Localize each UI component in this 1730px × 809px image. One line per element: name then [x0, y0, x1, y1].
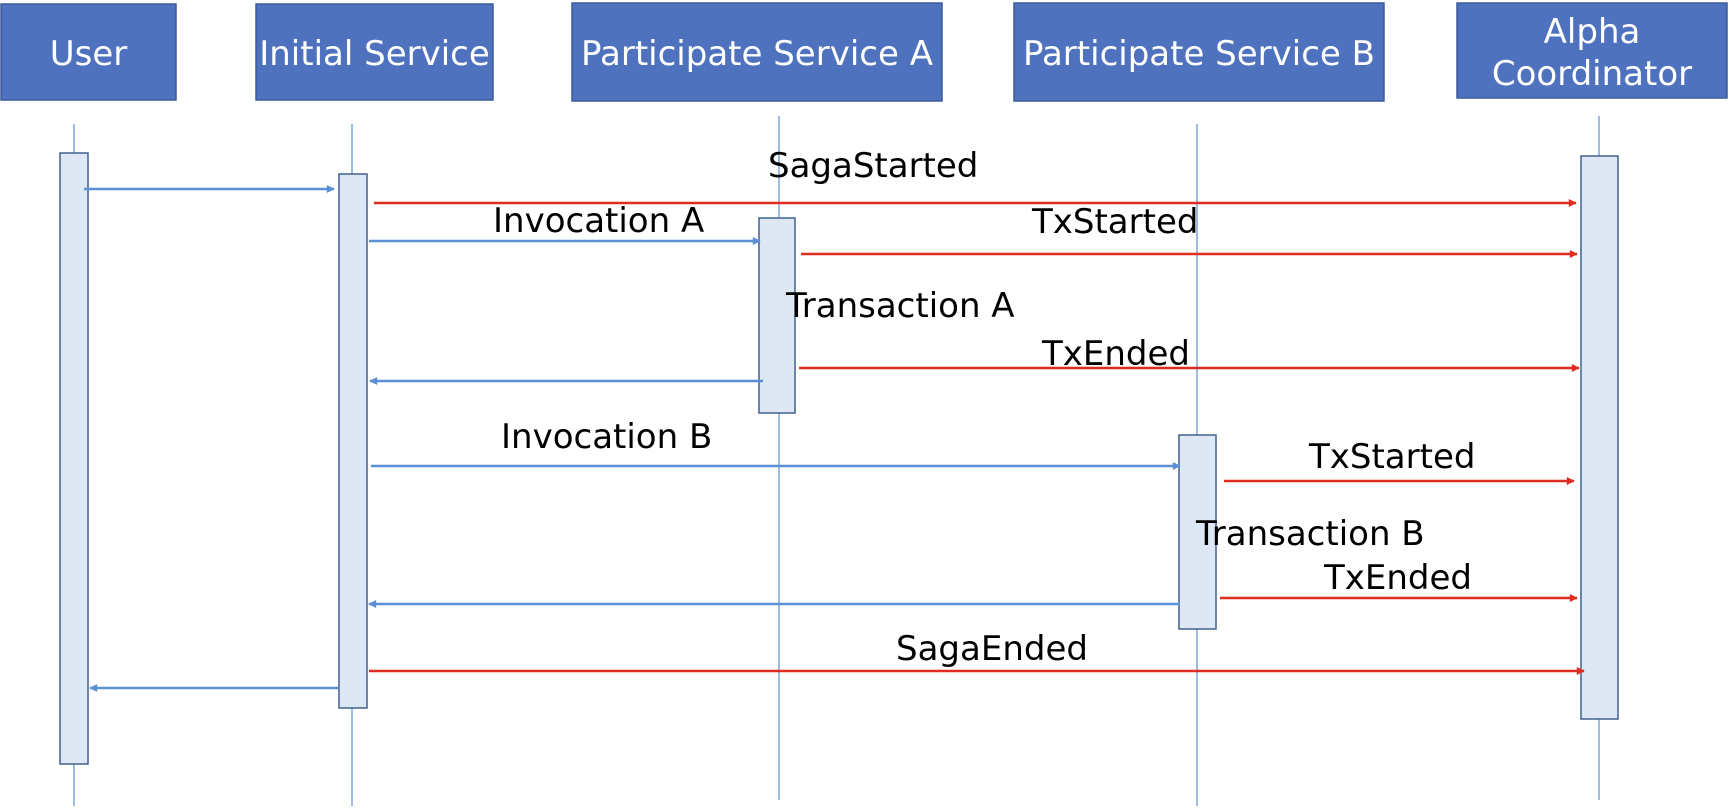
- activation-alpha-coordinator: [1580, 155, 1619, 720]
- label-tx-started-a: TxStarted: [1031, 202, 1198, 242]
- activations: [59, 152, 1619, 765]
- label-tx-ended-b: TxEnded: [1323, 558, 1472, 598]
- label-saga-started: SagaStarted: [768, 146, 978, 186]
- label-invocation-a: Invocation A: [493, 201, 704, 241]
- participant-label: User: [50, 34, 128, 74]
- label-saga-ended: SagaEnded: [896, 629, 1088, 669]
- participant-initial-service: Initial Service: [255, 3, 494, 101]
- participant-label: Participate Service B: [1023, 34, 1375, 74]
- activation-service-b: [1178, 434, 1217, 630]
- participant-box: [1456, 2, 1728, 99]
- participant-alpha-coordinator: Alpha Coordinator: [1456, 2, 1728, 99]
- participant-box: [255, 3, 494, 101]
- participant-box: [571, 2, 943, 102]
- note-transaction-a: Transaction A: [785, 286, 1015, 326]
- participant-label-line-1: Alpha: [1544, 12, 1641, 52]
- messages: SagaStarted Invocation A TxStarted Trans…: [84, 146, 1585, 692]
- participant-label: Participate Service A: [581, 34, 933, 74]
- label-invocation-b: Invocation B: [501, 417, 712, 457]
- label-tx-started-b: TxStarted: [1308, 437, 1475, 477]
- participant-box: [1013, 2, 1385, 102]
- participant-box: [0, 3, 177, 101]
- participant-label: Initial Service: [259, 34, 490, 74]
- participant-service-b: Participate Service B: [1013, 2, 1385, 102]
- label-tx-ended-a: TxEnded: [1041, 334, 1190, 374]
- participant-user: User: [0, 3, 177, 101]
- activation-service-a: [758, 217, 796, 414]
- activation-user: [59, 152, 89, 765]
- participant-label-line-2: Coordinator: [1492, 54, 1692, 94]
- participant-service-a: Participate Service A: [571, 2, 943, 102]
- note-transaction-b: Transaction B: [1195, 514, 1425, 554]
- activation-initial-service: [338, 173, 368, 709]
